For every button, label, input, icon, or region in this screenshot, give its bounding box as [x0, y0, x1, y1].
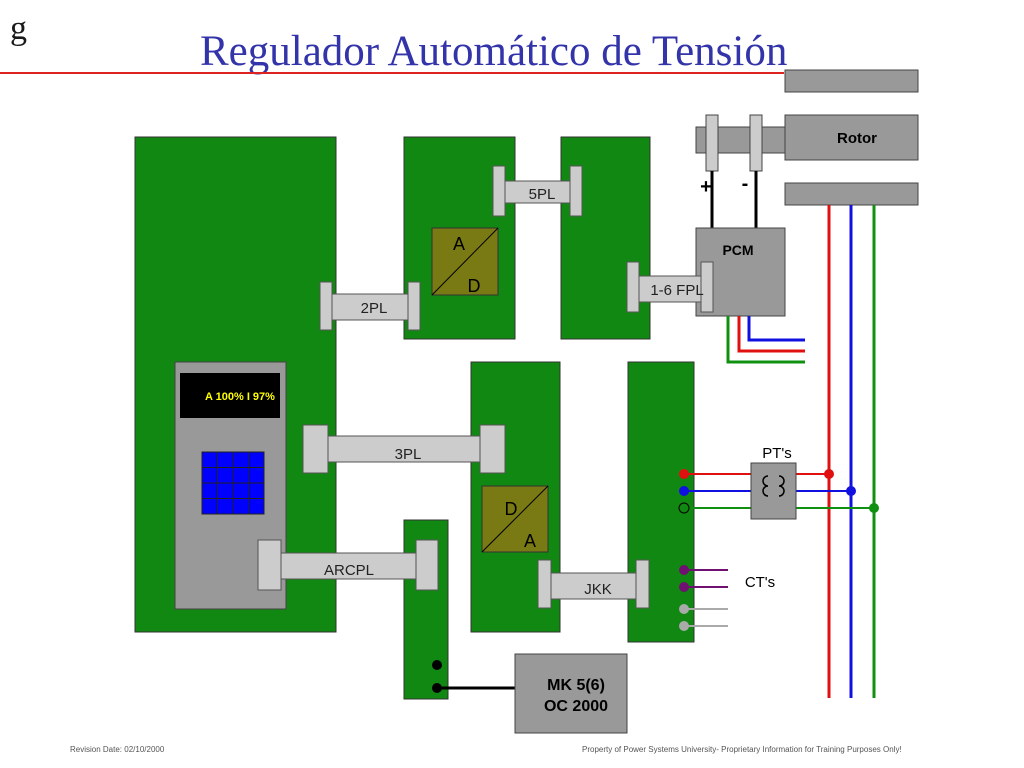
- connector-1-6-fpl-label: 1-6 FPL: [650, 282, 703, 299]
- title-underline: [0, 72, 784, 74]
- pcm-output-red: [737, 316, 805, 353]
- connector-5pl: [492, 165, 583, 217]
- ad-bottom-letter: D: [468, 276, 481, 296]
- ct-terminal-2: [679, 582, 689, 592]
- pt-terminal-red: [679, 469, 689, 479]
- pcm-label: PCM: [722, 242, 753, 258]
- rotor-block: [784, 114, 919, 161]
- da-divider: [481, 485, 549, 553]
- rotor-bottom-bar: [784, 182, 919, 206]
- slip-ring-positive: [705, 114, 719, 172]
- connector-3pl-label: 3PL: [395, 446, 422, 463]
- ct-terminal-1: [679, 565, 689, 575]
- minus-label: -: [742, 173, 749, 195]
- connector-jkk-label: JKK: [584, 581, 612, 598]
- revision-date: Revision Date: 02/10/2000: [70, 745, 165, 754]
- pt-terminal-green: [678, 502, 690, 514]
- display-screen: [180, 373, 280, 418]
- ct-label: CT's: [745, 574, 775, 591]
- slip-ring-negative: [749, 114, 763, 172]
- da-bottom-letter: A: [524, 531, 536, 551]
- connector-jkk: [537, 559, 650, 609]
- company-logo: g: [10, 10, 27, 47]
- pcm-output-blue: [747, 316, 805, 342]
- mk-line1: MK 5(6): [547, 677, 605, 694]
- ct-terminal-3: [679, 604, 689, 614]
- da-top-letter: D: [505, 499, 518, 519]
- pt-terminal-blue: [679, 486, 689, 496]
- connector-3pl: [302, 424, 506, 474]
- bus-junction-green: [869, 503, 879, 513]
- keypad[interactable]: [201, 451, 265, 515]
- bus-junction-red: [824, 469, 834, 479]
- ad-top-letter: A: [453, 234, 465, 254]
- connector-5pl-label: 5PL: [529, 186, 556, 203]
- pcm-output-green: [726, 316, 805, 364]
- connector-1-6-fpl: [626, 261, 714, 313]
- rotor-label: Rotor: [837, 130, 877, 147]
- mk-line2: OC 2000: [544, 698, 608, 715]
- pt-label: PT's: [762, 445, 792, 462]
- arc-terminal-1: [432, 660, 442, 670]
- ad-divider: [431, 227, 499, 296]
- connector-2pl: [319, 281, 421, 331]
- connector-arcpl-label: ARCPL: [324, 562, 374, 579]
- display-readout: A 100% I 97%: [205, 391, 275, 403]
- plus-label: +: [700, 176, 712, 198]
- pt-transformer-icon: [750, 462, 797, 520]
- ct-terminal-4: [679, 621, 689, 631]
- slide-title: Regulador Automático de Tensión: [200, 28, 788, 75]
- bus-junction-blue: [846, 486, 856, 496]
- property-notice: Property of Power Systems University- Pr…: [582, 745, 902, 754]
- rotor-top-bar: [784, 69, 919, 93]
- connector-arcpl: [257, 539, 439, 591]
- mk-oc2000-unit: [514, 653, 628, 734]
- connector-2pl-label: 2PL: [361, 300, 388, 317]
